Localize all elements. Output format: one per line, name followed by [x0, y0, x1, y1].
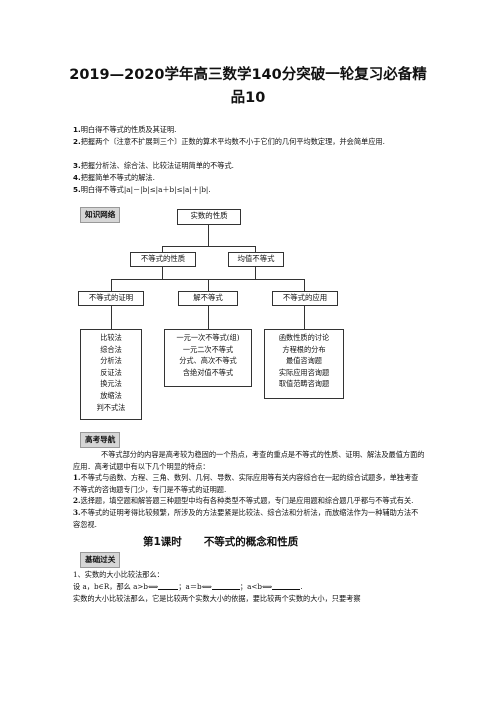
exam-guide-tag: 高考导航: [80, 432, 121, 448]
answer-blank[interactable]: [158, 581, 179, 590]
connector: [255, 246, 256, 252]
basic-last-line: 实数的大小比较法那么，它是比较两个实数大小的依据，要比较两个实数的大小，只要考察: [73, 594, 361, 603]
objective-5: 5.明白得不等式|a|－|b|≤|a＋b|≤|a|＋|b|.: [73, 185, 211, 194]
list-item: 方程根的分布: [282, 344, 326, 354]
lesson-heading: 第1课时 不等式的概念和性质: [143, 534, 298, 549]
connector: [162, 246, 256, 247]
node-inequality-proof: 不等式的证明: [78, 291, 144, 306]
solving-types-list: 一元一次不等式(组) 一元二次不等式 分式、高次不等式 含绝对值不等式: [164, 329, 252, 387]
list-item: 换元法: [100, 379, 122, 389]
list-item: 放缩法: [100, 390, 122, 400]
objective-4: 4.把握简单不等式的解法.: [73, 173, 155, 182]
list-item: 一元二次不等式: [182, 344, 234, 354]
basic-formula: 设 a，b∈R，那么 a>b⟺；a＝b⟺；a<b⟺.: [73, 581, 303, 591]
proof-methods-list: 比较法 综合法 分析法 反证法 换元法 放缩法 判不式法: [80, 329, 142, 420]
connector: [208, 225, 209, 246]
connector: [304, 279, 305, 291]
list-item: 函数性质的讨论: [278, 333, 330, 342]
list-item: 取值范畴咨询题: [278, 379, 330, 389]
objective-1: 1.明白得不等式的性质及其证明.: [73, 125, 177, 134]
connector: [111, 279, 112, 291]
title-line-1: 2019—2020学年高三数学140分突破一轮复习必备精: [69, 67, 427, 83]
node-real-number-properties: 实数的性质: [177, 209, 241, 225]
knowledge-network-tag: 知识网络: [80, 207, 121, 223]
exam-point-3: 3.不等式的证明考得比较频繁，所涉及的方法要紧是比较法、综合法和分析法，而放缩法…: [73, 508, 419, 529]
exam-point-2: 2.选择题，填空题和解答题三种题型中均有各种类型不等式题，专门是应用题和综合题几…: [73, 496, 414, 505]
document-title: 2019—2020学年高三数学140分突破一轮复习必备精 品10: [60, 64, 436, 110]
connector: [162, 246, 163, 252]
list-item: 比较法: [100, 333, 122, 342]
connector: [255, 267, 256, 279]
exam-intro: 不等式部分的内容是高考较为稳固的一个热点，考查的重点是不等式的性质、证明、解法及…: [73, 450, 425, 471]
list-item: 一元一次不等式(组): [176, 333, 240, 342]
connector: [208, 279, 209, 291]
node-solve-inequality: 解不等式: [178, 291, 238, 306]
answer-blank[interactable]: [272, 581, 301, 590]
title-line-2: 品10: [230, 90, 266, 106]
lesson-number: 第1课时: [143, 536, 182, 548]
connector: [111, 306, 112, 329]
list-item: 最值咨询题: [286, 356, 322, 366]
node-inequality-properties: 不等式的性质: [130, 252, 196, 267]
list-item: 综合法: [100, 344, 122, 354]
exam-point-1: 1.不等式与函数、方程、三角、数列、几何、导数、实际应用等有关内容综合在一起的综…: [73, 473, 419, 494]
list-item: 含绝对值不等式: [182, 367, 234, 377]
lesson-title: 不等式的概念和性质: [203, 536, 299, 548]
list-item: 分析法: [100, 356, 122, 366]
basic-item-1: 1、实数的大小比较法那么：: [73, 570, 164, 579]
objective-3: 3.把握分析法、综合法、比较法证明简单的不等式.: [73, 161, 234, 170]
node-mean-inequality: 均值不等式: [228, 252, 284, 267]
list-item: 判不式法: [96, 402, 126, 412]
connector: [304, 306, 305, 329]
connector: [208, 306, 209, 329]
answer-blank[interactable]: [211, 581, 240, 590]
connector: [162, 267, 163, 279]
applications-list: 函数性质的讨论 方程根的分布 最值咨询题 实际应用咨询题 取值范畴咨询题: [264, 329, 344, 399]
objective-2: 2.把握两个〔注意不扩展到三个〕正数的算术平均数不小于它们的几何平均数定理，并会…: [73, 137, 385, 146]
basic-tag: 基础过关: [80, 552, 121, 568]
list-item: 反证法: [100, 367, 122, 377]
list-item: 分式、高次不等式: [179, 356, 237, 366]
node-inequality-application: 不等式的应用: [272, 291, 338, 306]
list-item: 实际应用咨询题: [278, 367, 330, 377]
